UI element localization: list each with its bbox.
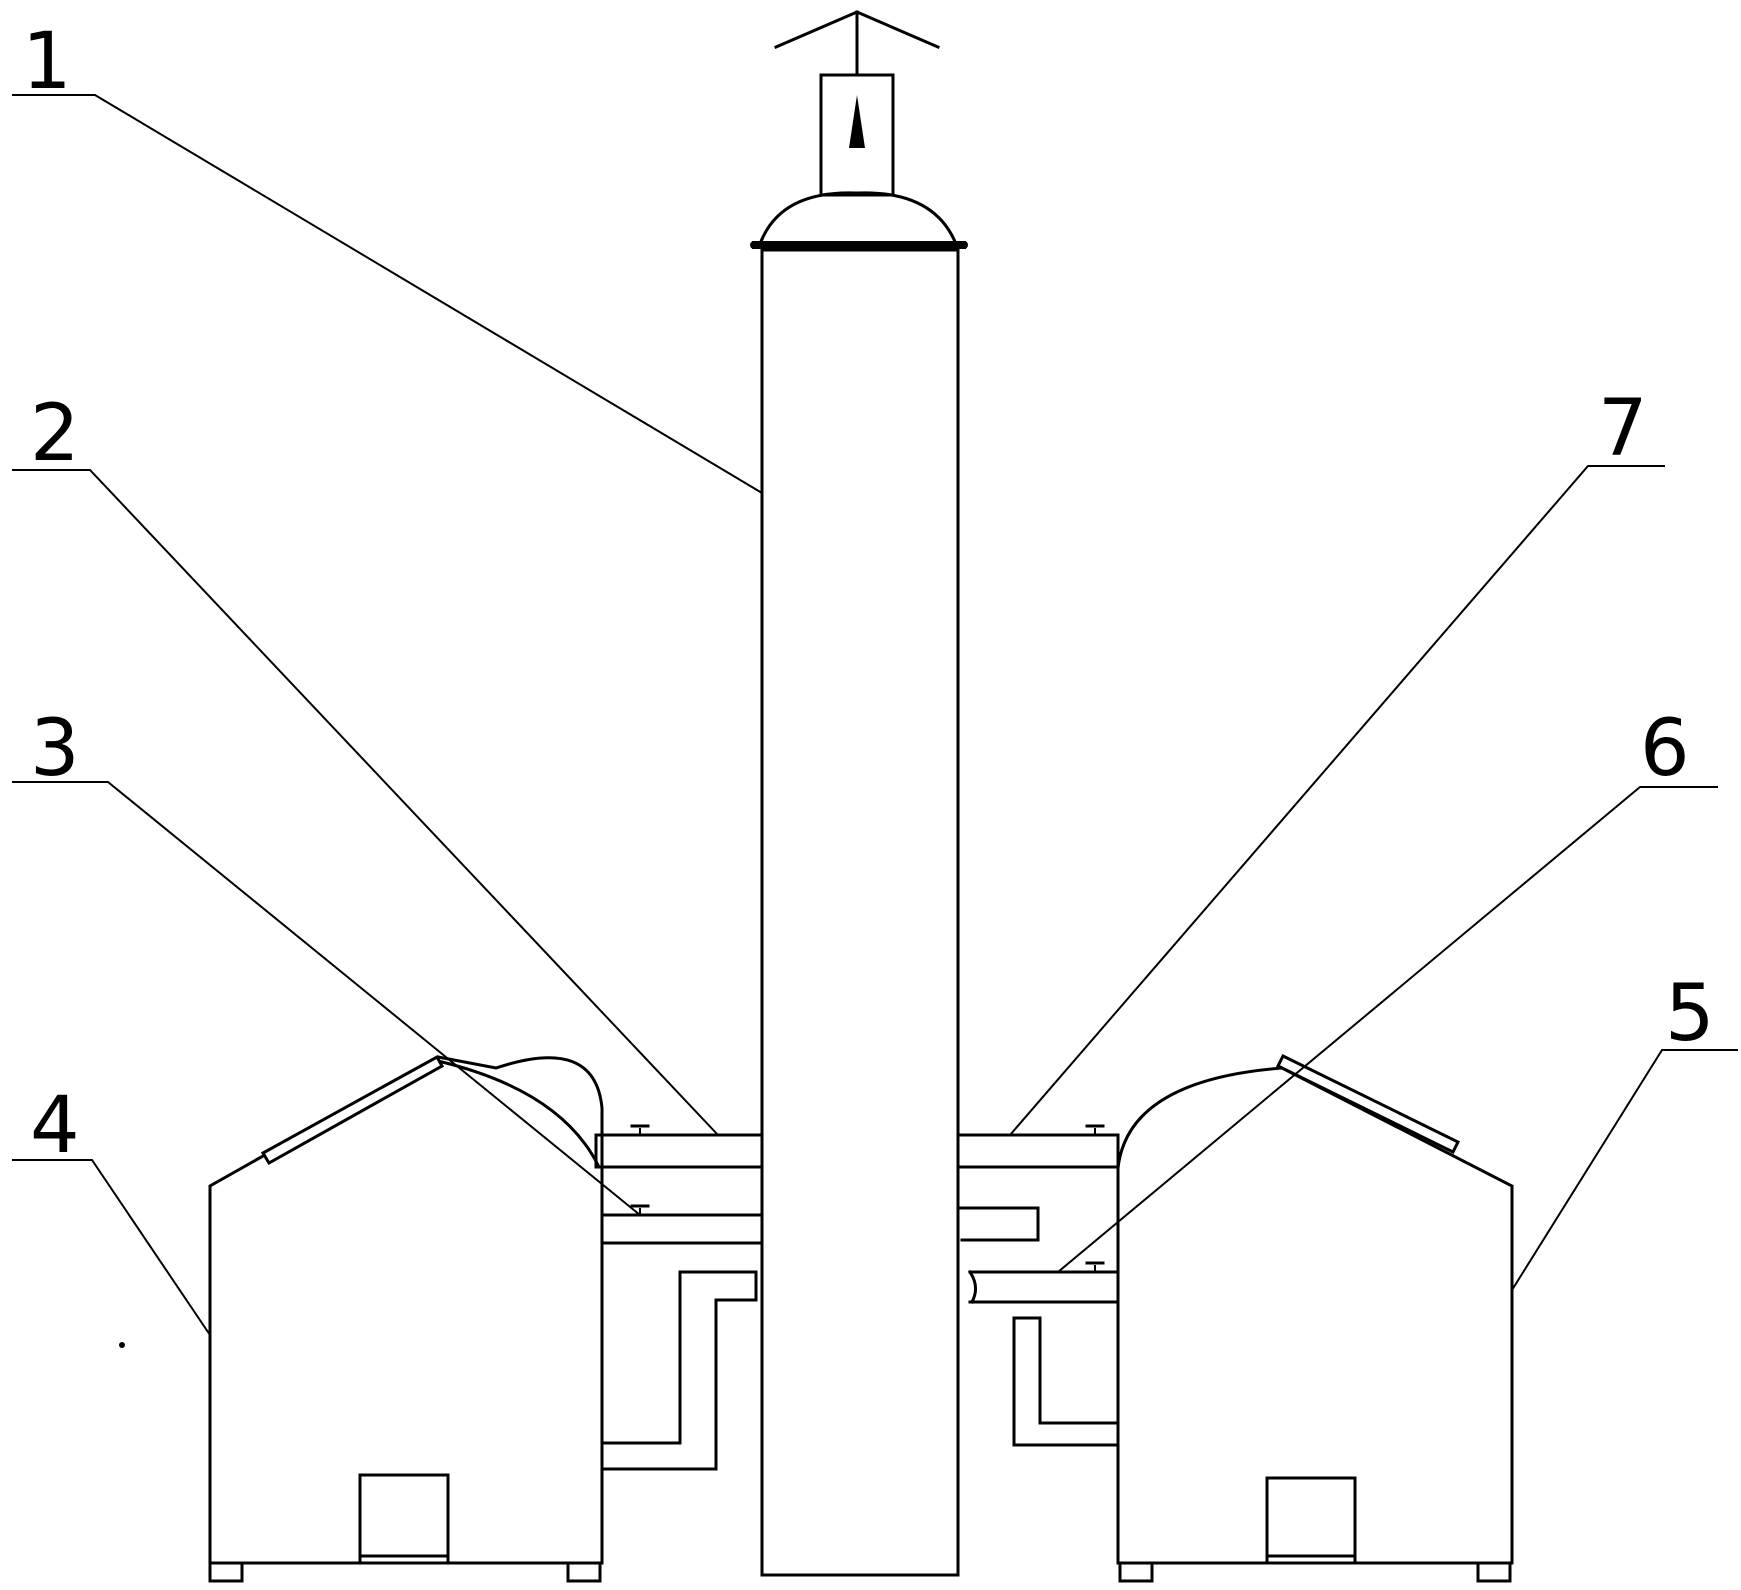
left-middle-duct: [600, 1213, 764, 1245]
left-roof-plate: [260, 1054, 445, 1166]
chimney: [750, 10, 968, 1577]
chimney-arrow: [849, 95, 865, 148]
chimney-tube: [760, 248, 960, 1577]
right-furnace: [1116, 1053, 1514, 1583]
flange-bolt-right: [960, 241, 968, 249]
right-roof-plate: [1275, 1053, 1461, 1155]
right-foot-1: [1118, 1561, 1154, 1583]
right-lower-pipe: [1012, 1316, 1120, 1447]
left-ducts: [594, 1124, 764, 1471]
leader-lines: [12, 94, 1738, 1336]
label-6: 6: [1640, 704, 1690, 794]
right-middle-duct: [967, 1269, 1120, 1305]
right-ducts: [956, 1124, 1120, 1447]
right-foot-2: [1476, 1561, 1512, 1583]
flange-bolt-left: [750, 241, 758, 249]
stray-dot: [119, 1342, 125, 1348]
left-upper-duct: [594, 1133, 764, 1169]
part-labels: 1 2 3 4 7 6 5: [22, 17, 1715, 1171]
label-3: 3: [30, 704, 80, 794]
leader-line-6: [1057, 786, 1718, 1273]
chimney-vent-box: [819, 73, 895, 197]
leader-line-4: [12, 1159, 211, 1336]
left-lower-pipe: [600, 1270, 758, 1471]
leader-line-3: [12, 781, 641, 1216]
label-7: 7: [1598, 384, 1648, 474]
left-foot-1: [208, 1561, 244, 1583]
leader-line-7: [1009, 465, 1665, 1136]
right-stub-duct: [956, 1206, 1040, 1242]
right-upper-duct: [956, 1133, 1120, 1169]
leader-line-1: [12, 94, 763, 494]
right-furnace-door: [1265, 1476, 1357, 1565]
left-furnace-body: [208, 1055, 604, 1565]
leader-line-2: [12, 469, 719, 1136]
left-foot-2: [566, 1561, 602, 1583]
left-furnace-dome: [436, 1059, 601, 1168]
label-4: 4: [30, 1081, 80, 1171]
left-furnace: [208, 1054, 604, 1583]
leader-line-5: [1511, 1049, 1738, 1291]
label-1: 1: [22, 17, 72, 107]
label-5: 5: [1665, 969, 1715, 1059]
chimney-dome: [758, 191, 958, 246]
left-furnace-door: [358, 1473, 450, 1565]
label-2: 2: [30, 389, 80, 479]
